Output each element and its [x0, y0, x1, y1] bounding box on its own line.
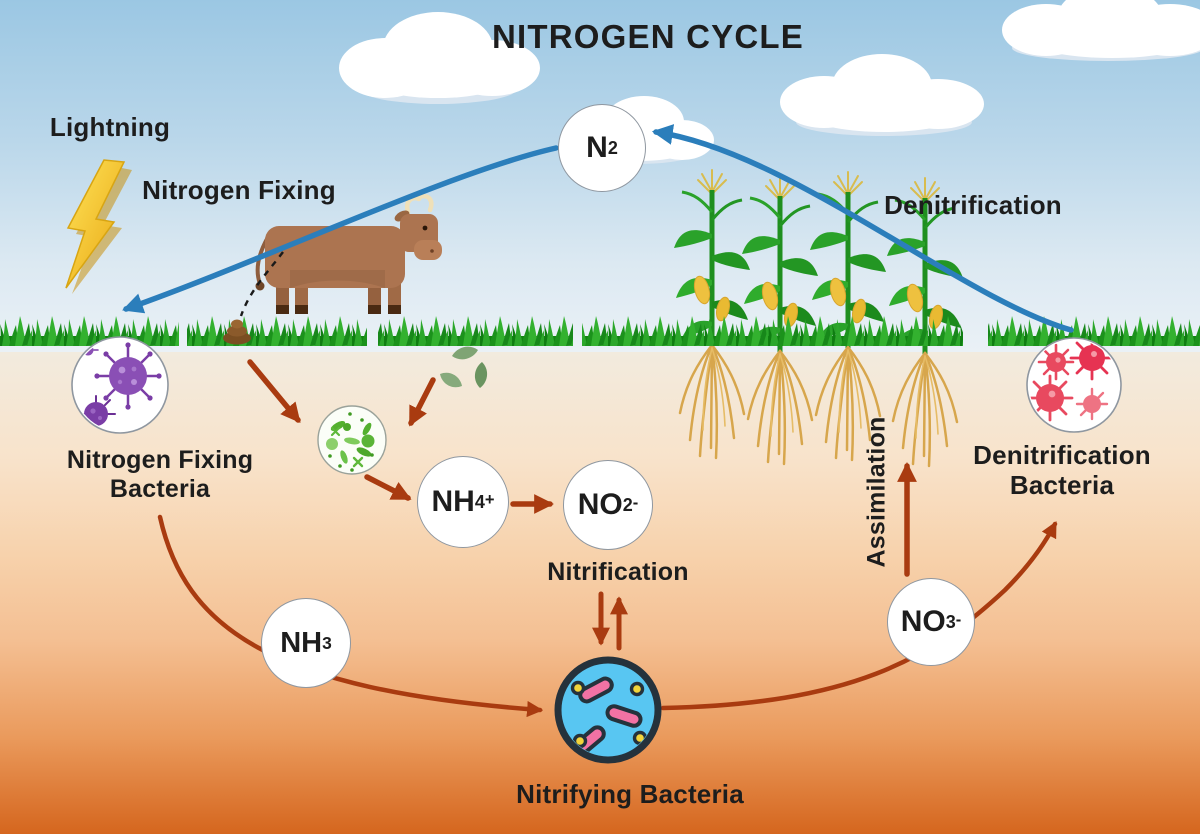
molecule-nh3-base: NH: [280, 626, 323, 659]
denitrification-bacteria-label-line1: Denitrification: [973, 440, 1151, 470]
denitrification-bacteria-label-line2: Bacteria: [1009, 470, 1115, 500]
lightning-label: Lightning: [49, 112, 171, 142]
nitrogen-fixing-bacteria-label: Nitrogen Fixing Bacteria: [67, 446, 253, 504]
nitrogen-fixing-label: Nitrogen Fixing: [142, 175, 336, 205]
lightning-icon: [65, 159, 132, 294]
n2-to-soil-arrow: [122, 145, 559, 314]
nitrifying-bacteria-label: Nitrifying Bacteria: [516, 779, 744, 809]
cow-icon: [255, 194, 442, 314]
cloud-icon: [339, 12, 540, 104]
nitrogen-fixing-bacteria-icon: [71, 336, 169, 434]
molecule-n2-sub: 2: [607, 137, 618, 158]
ammonifying-bacteria-icon: [317, 405, 387, 475]
decomposers-to-nh4-arrow: [364, 474, 412, 501]
molecule-nh4-sub: 4: [474, 491, 485, 512]
molecule-nh4-sup: +: [484, 490, 495, 509]
cow-waste-path: [239, 251, 284, 317]
molecule-no3-base: NO: [900, 605, 946, 638]
assimilation-label-text: Assimilation: [862, 416, 891, 568]
molecule-no2-sub: 2: [622, 494, 633, 515]
molecule-no2-base: NO: [577, 488, 623, 521]
molecule-no3-sub: 3: [945, 611, 956, 632]
nitrifying-bacteria-icon: [554, 656, 662, 764]
dung-icon: [223, 319, 251, 345]
denitrification-to-n2-arrow: [651, 124, 1074, 333]
nitrifying-to-denitrifying-curve: [660, 521, 1058, 711]
molecule-no3-sup: -: [955, 610, 962, 629]
dung-to-decomposers-arrow: [247, 359, 301, 424]
molecule-n2-base: N: [586, 131, 608, 164]
cloud-icon: [780, 54, 984, 136]
cloud-icon: [1002, 0, 1200, 61]
denitrification-label: Denitrification: [884, 190, 1062, 220]
grass-icon: [0, 312, 1200, 346]
fixing-bacteria-to-nitrifying-curve: [157, 514, 544, 718]
molecule-no2-sup: -: [632, 493, 639, 512]
page-title: NITROGEN CYCLE: [492, 18, 804, 55]
nitrogen-fixing-bacteria-label-line2: Bacteria: [109, 475, 211, 503]
molecule-nh4-base: NH: [431, 485, 475, 518]
nitrification-label: Nitrification: [547, 558, 689, 586]
decomposing-leaves-icon: [440, 346, 488, 388]
process-arrows: [157, 359, 1058, 718]
leaves-to-decomposers-arrow: [408, 377, 436, 427]
denitrifying-bacteria-icon: [1026, 337, 1122, 433]
nitrogen-flow-arrows: [122, 124, 1074, 333]
molecule-nh3-sub: 3: [322, 632, 332, 653]
nitrogen-fixing-bacteria-label-line1: Nitrogen Fixing: [66, 446, 254, 474]
denitrification-bacteria-label: Denitrification Bacteria: [973, 440, 1151, 500]
